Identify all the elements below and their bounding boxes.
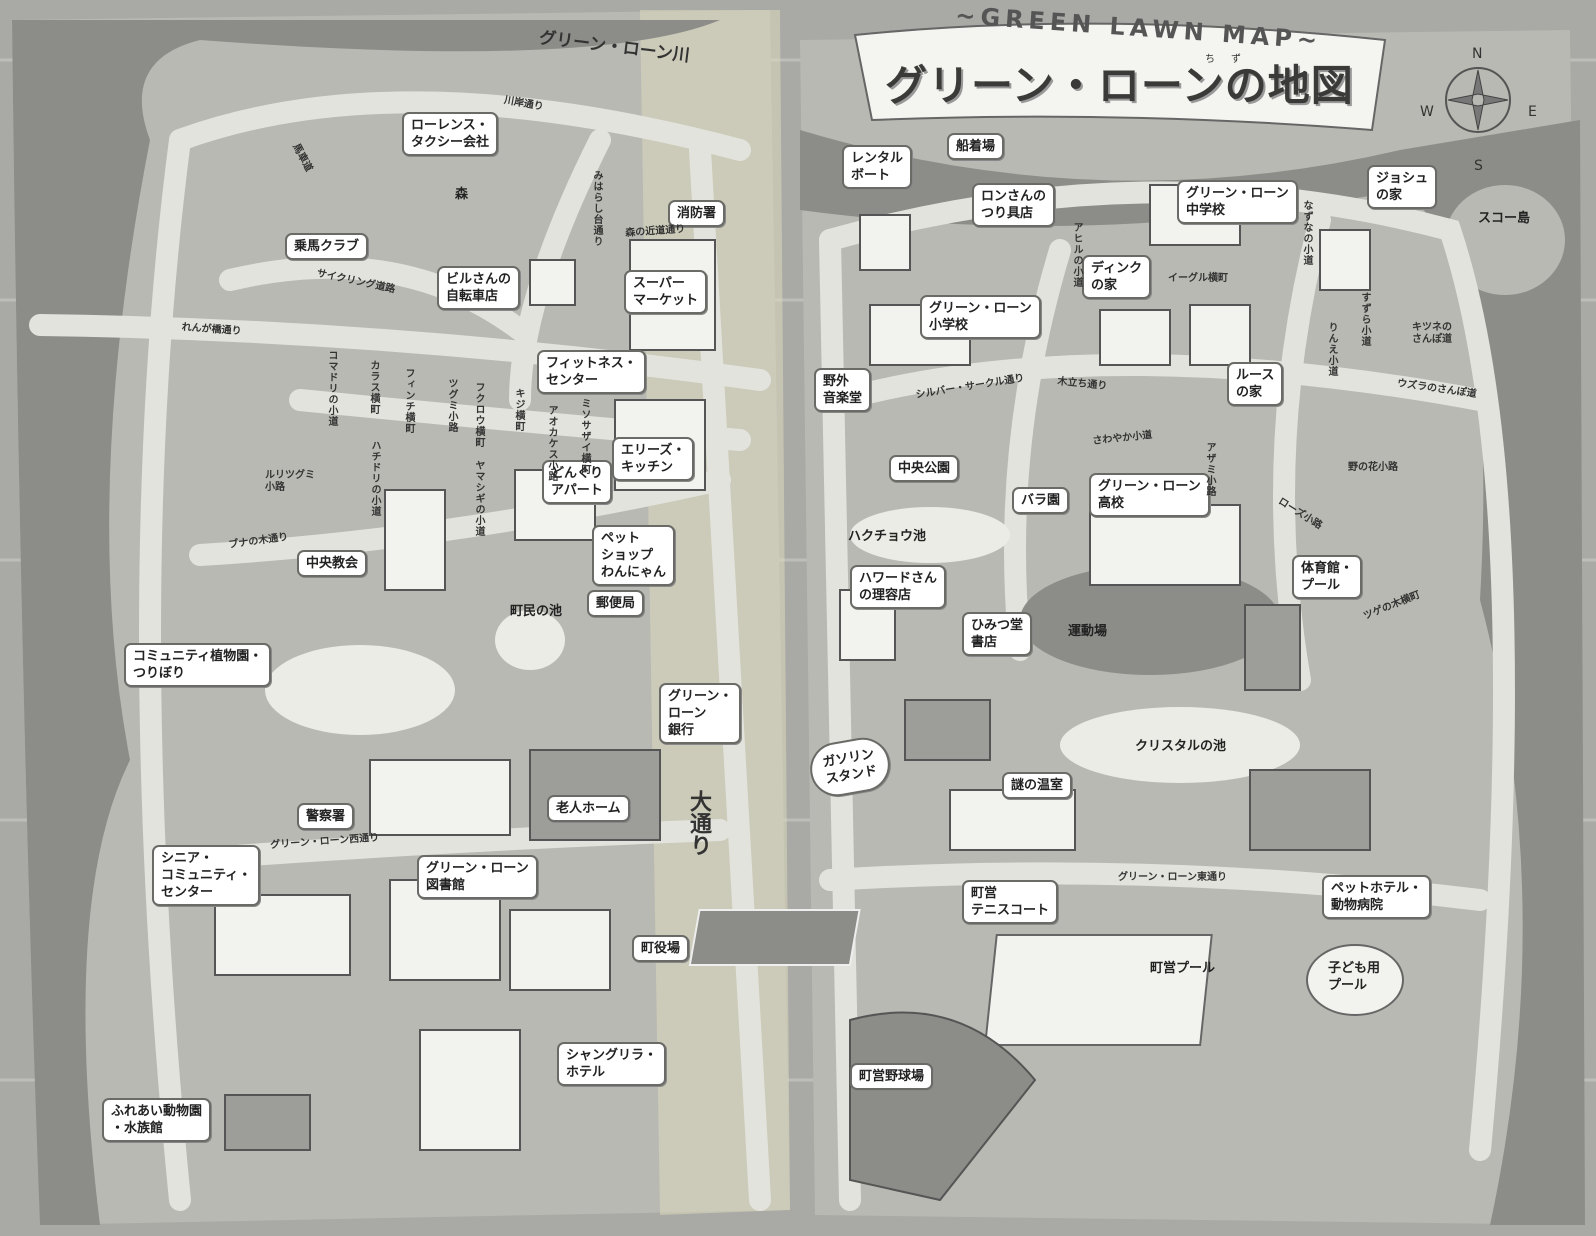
community-pond	[265, 645, 455, 735]
street-label: なずなの小道	[1301, 200, 1312, 266]
compass-north: N	[1472, 46, 1483, 62]
street-label: アザミ小路	[1204, 442, 1215, 497]
street-label: りんえ小道	[1326, 322, 1337, 377]
place-label: 中央教会	[297, 550, 368, 577]
place-label: ペット ショップ わんにゃん	[592, 525, 676, 586]
street-label: すずら小道	[1359, 292, 1370, 347]
place-label: 中央公園	[889, 455, 960, 482]
place-label: 町役場	[632, 935, 690, 962]
place-label: 子ども用 プール	[1328, 961, 1381, 993]
place-label: 野外 音楽堂	[814, 368, 872, 412]
sko-island	[1445, 185, 1565, 295]
place-label: 老人ホーム	[547, 795, 630, 822]
tennis-court	[688, 909, 861, 966]
place-label: ビルさんの 自転車店	[437, 266, 521, 310]
place-label: 町民の池	[510, 604, 563, 619]
place-label: レンタル ボート	[842, 145, 913, 189]
place-label: スーパー マーケット	[624, 270, 708, 314]
place-label: ハクチョウ池	[848, 529, 927, 544]
map-title-ruby: ちず	[1205, 54, 1257, 65]
place-label: 町営野球場	[850, 1063, 934, 1090]
place-label: ジョシュ の家	[1367, 165, 1438, 209]
place-label: 体育館・ プール	[1292, 555, 1363, 599]
place-label: グリーン・ローン 高校	[1089, 473, 1210, 517]
place-label: グリーン・ローン 図書館	[417, 855, 538, 899]
place-label: 警察署	[297, 803, 355, 830]
title-banner	[853, 22, 1387, 132]
place-label: エリーズ・ キッチン	[612, 437, 695, 481]
baseball-field	[849, 1011, 1037, 1202]
swan-pond	[850, 507, 1010, 563]
place-label: 乗馬クラブ	[285, 233, 369, 260]
street-label: ツグミ小路	[446, 378, 457, 433]
place-label: グリーン・ローン 小学校	[920, 295, 1041, 339]
place-label: 消防署	[668, 200, 726, 227]
left-river	[12, 20, 720, 1225]
street-label: 大通り	[686, 790, 711, 856]
place-label: 謎の温室	[1002, 772, 1073, 799]
street-label: フィンチ横町	[403, 368, 414, 434]
place-label: 町営 テニスコート	[962, 880, 1059, 924]
place-label: ローレンス・ タクシー会社	[402, 112, 499, 156]
place-label: ハワードさん の理容店	[850, 565, 947, 609]
street-label: 野の花小路	[1348, 462, 1398, 473]
place-label: 森	[455, 187, 469, 202]
street-label: キジ横町	[513, 388, 524, 432]
street-label: カラス横町	[368, 360, 379, 415]
compass-south: S	[1474, 158, 1483, 174]
place-label: グリーン・ローン 中学校	[1177, 180, 1298, 224]
street-label: アオカケス小路	[546, 405, 557, 482]
place-label: 郵便局	[587, 590, 645, 617]
street-label: みはらし台通り	[591, 170, 602, 247]
street-label: アヒルの小道	[1071, 222, 1082, 288]
place-label: グリーン・ ローン 銀行	[659, 683, 742, 744]
compass-west: W	[1420, 104, 1434, 120]
place-label: ペットホテル・ 動物病院	[1322, 875, 1432, 919]
place-label: ひみつ堂 書店	[962, 612, 1033, 656]
place-label: 町営プール	[1150, 961, 1216, 976]
place-label: フィットネス・ センター	[537, 350, 646, 394]
town-pond	[495, 610, 565, 670]
street-label: ミソサザイ横町	[579, 398, 590, 475]
sports-field	[1020, 565, 1280, 675]
place-label: ルース の家	[1227, 362, 1284, 406]
place-label: スコー島	[1478, 211, 1531, 226]
street-label: フクロウ横町	[473, 382, 484, 448]
place-label: どんぐり アパート	[542, 460, 613, 504]
street-label: ルリツグミ 小路	[265, 470, 315, 493]
compass-rose-icon	[1445, 67, 1511, 133]
place-label: シニア・ コミュニティ・ センター	[152, 845, 261, 906]
street-label: イーグル横町	[1168, 273, 1228, 284]
place-label: シャングリラ・ ホテル	[557, 1042, 667, 1086]
kids-pool	[1306, 944, 1404, 1016]
street-label: ヤマシギの小道	[473, 460, 484, 537]
place-label: ディンク の家	[1082, 255, 1152, 299]
street-label: コマドリの小道	[326, 350, 337, 427]
place-label: バラ園	[1012, 487, 1070, 514]
town-pool	[984, 934, 1213, 1046]
brick-border	[0, 58, 1596, 1082]
place-label: 運動場	[1068, 624, 1108, 639]
compass-east: E	[1528, 104, 1537, 120]
place-label: 船着場	[947, 133, 1005, 160]
street-label: グリーン・ローン東通り	[1118, 872, 1227, 883]
place-label: ふれあい動物園 ・水族館	[102, 1098, 212, 1142]
crystal-pond	[1060, 707, 1300, 783]
map-title: グリーン・ローンの地図	[885, 61, 1354, 110]
street-label: ハチドリの小道	[369, 440, 380, 517]
street-label: キツネの さんぽ道	[1412, 322, 1452, 345]
spine-glow	[640, 10, 790, 1215]
place-label: クリスタルの池	[1135, 739, 1227, 754]
place-label: コミュニティ植物園・ つりぼり	[124, 643, 272, 687]
place-label: ロンさんの つり具店	[972, 183, 1056, 227]
